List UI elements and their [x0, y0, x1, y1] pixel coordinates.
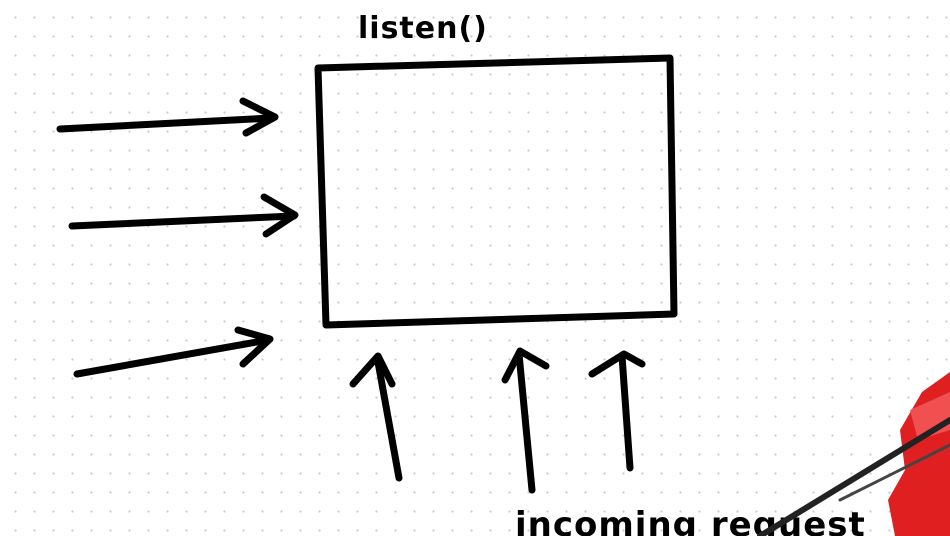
left-arrow-1	[56, 97, 279, 137]
bottom-arrow-2	[501, 347, 550, 494]
left-arrow-3	[73, 326, 274, 378]
bottom-arrow-3	[588, 350, 646, 472]
bottom-arrow-1	[349, 352, 403, 482]
pen-cursor-icon	[757, 372, 950, 536]
listener-box	[314, 54, 678, 329]
left-arrow-2	[68, 193, 299, 238]
listen-label: listen()	[358, 11, 488, 46]
incoming-request-label: incoming request	[515, 505, 866, 536]
